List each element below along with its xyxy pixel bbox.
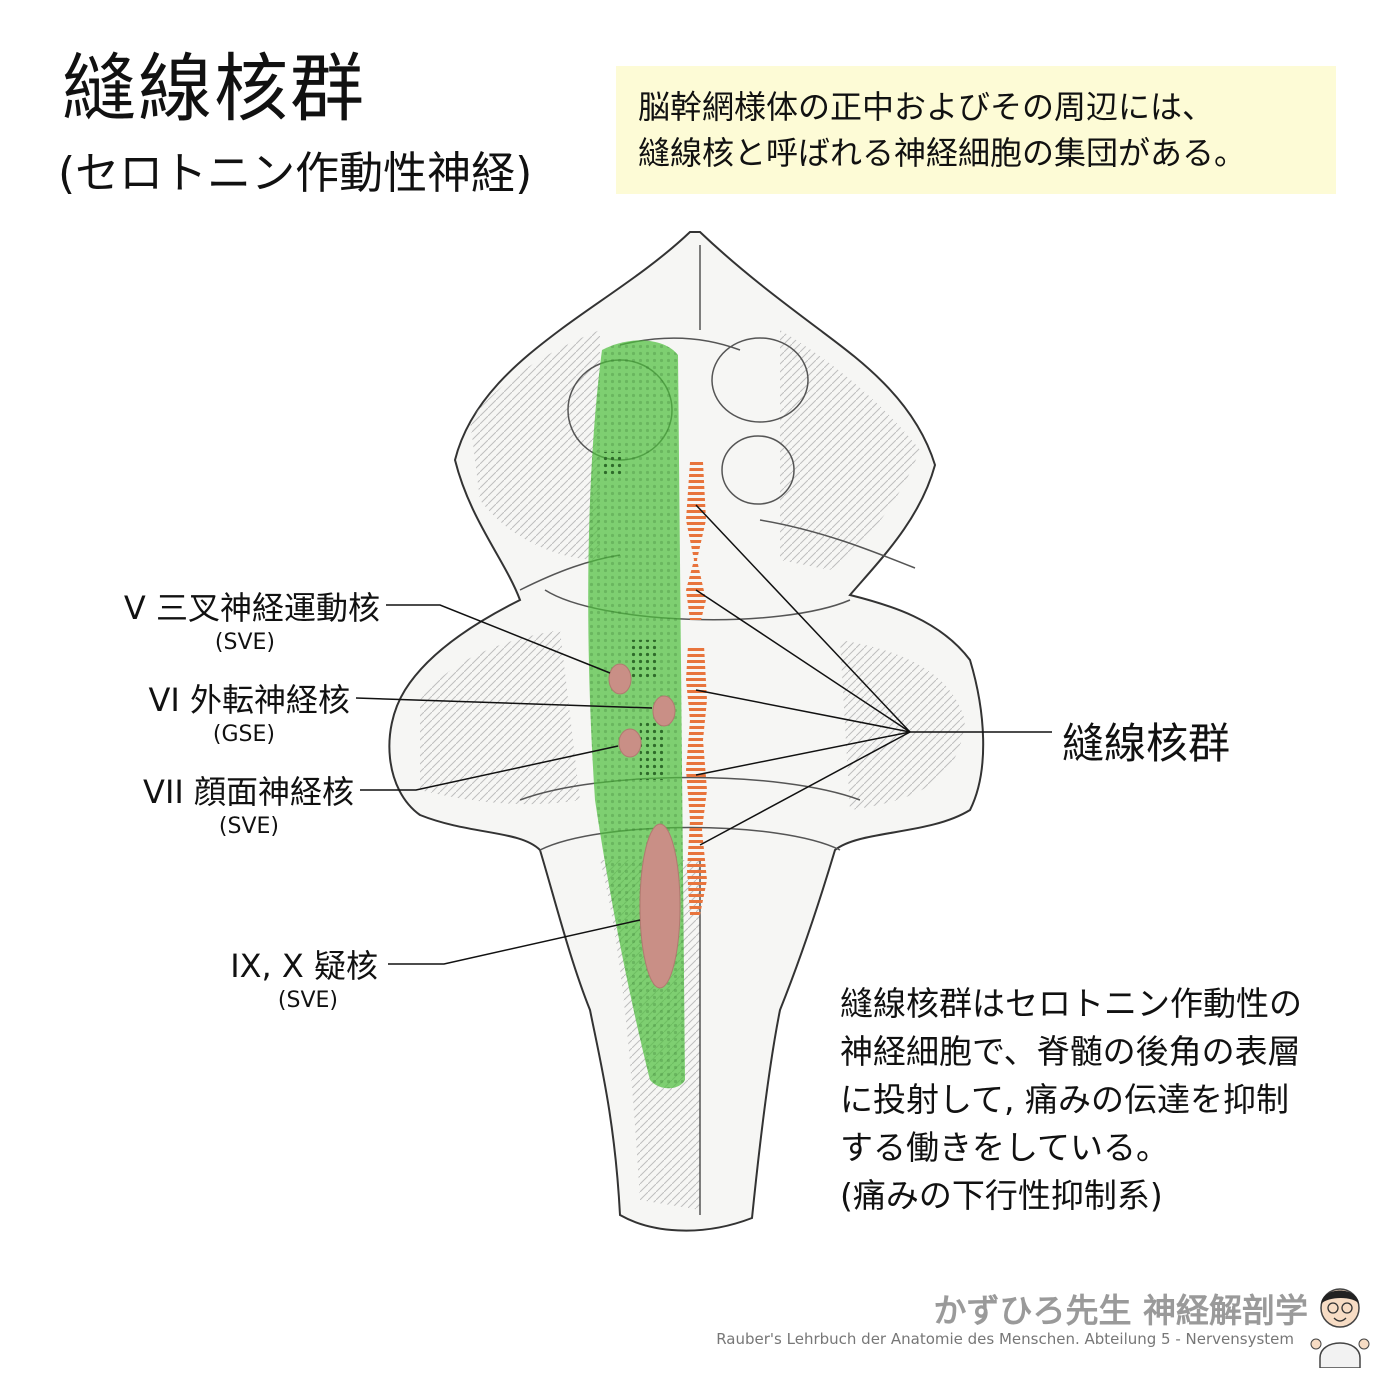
cranial-nuclei bbox=[608, 663, 681, 989]
description-line-4: する働きをしている。 bbox=[840, 1128, 1170, 1167]
abducens-nucleus bbox=[652, 695, 676, 727]
dot-cluster-2 bbox=[630, 640, 660, 680]
source-credit: Rauber's Lehrbuch der Anatomie des Mensc… bbox=[716, 1330, 1294, 1348]
label-abducens-class: (GSE) bbox=[212, 722, 275, 747]
leader-facial bbox=[360, 745, 619, 791]
intro-line-1: 脳幹網様体の正中およびその周辺には、 bbox=[638, 88, 1215, 126]
description-line-1: 縫線核群はセロトニン作動性の bbox=[840, 984, 1302, 1023]
description-line-5: (痛みの下行性抑制系) bbox=[840, 1176, 1163, 1215]
page-subtitle: (セロトニン作動性神経) bbox=[58, 148, 533, 199]
dot-cluster-1 bbox=[602, 452, 624, 478]
leader-abducens bbox=[355, 697, 653, 709]
label-abducens-text: VI 外転神経核 bbox=[148, 681, 350, 719]
avatar-icon bbox=[1310, 1288, 1370, 1368]
leader-ambiguus bbox=[388, 919, 641, 965]
description-line-2: 神経細胞で、脊髄の後角の表層 bbox=[840, 1032, 1301, 1071]
raphe-nuclei-column bbox=[686, 462, 707, 915]
label-facial-text: VII 顔面神経核 bbox=[143, 773, 354, 811]
dot-cluster-3 bbox=[640, 720, 664, 780]
label-ambiguus-class: (SVE) bbox=[277, 988, 338, 1013]
leader-lines-raphe bbox=[695, 504, 1052, 846]
description: 縫線核群はセロトニン作動性の 神経細胞で、脊髄の後角の表層 に投射して, 痛みの… bbox=[840, 980, 1302, 1220]
description-line-3: に投射して, 痛みの伝達を抑制 bbox=[840, 1080, 1289, 1119]
label-abducens: VI 外転神経核 (GSE) bbox=[148, 684, 350, 746]
facial-nucleus bbox=[618, 728, 642, 758]
label-facial-class: (SVE) bbox=[218, 814, 279, 839]
label-raphe-nuclei: 縫線核群 bbox=[1062, 719, 1231, 768]
trigeminal-motor-nucleus bbox=[608, 663, 632, 695]
label-trigeminal-motor: V 三叉神経運動核 (SVE) bbox=[124, 592, 380, 654]
intro-line-2: 縫線核と呼ばれる神経細胞の集団がある。 bbox=[638, 134, 1247, 172]
label-facial: VII 顔面神経核 (SVE) bbox=[143, 776, 354, 838]
brand-name: かずひろ先生 神経解剖学 bbox=[933, 1291, 1309, 1330]
label-trigeminal-motor-class: (SVE) bbox=[214, 630, 275, 655]
label-ambiguus: IX, X 疑核 (SVE) bbox=[230, 950, 378, 1012]
leader-trigeminal bbox=[386, 604, 611, 674]
label-trigeminal-motor-text: V 三叉神経運動核 bbox=[123, 589, 380, 627]
intro-box: 脳幹網様体の正中およびその周辺には、 縫線核と呼ばれる神経細胞の集団がある。 bbox=[616, 66, 1336, 194]
leader-lines-left bbox=[355, 604, 653, 965]
nucleus-ambiguus bbox=[639, 823, 681, 989]
page-title: 縫線核群 bbox=[62, 46, 366, 132]
label-ambiguus-text: IX, X 疑核 bbox=[230, 947, 378, 985]
